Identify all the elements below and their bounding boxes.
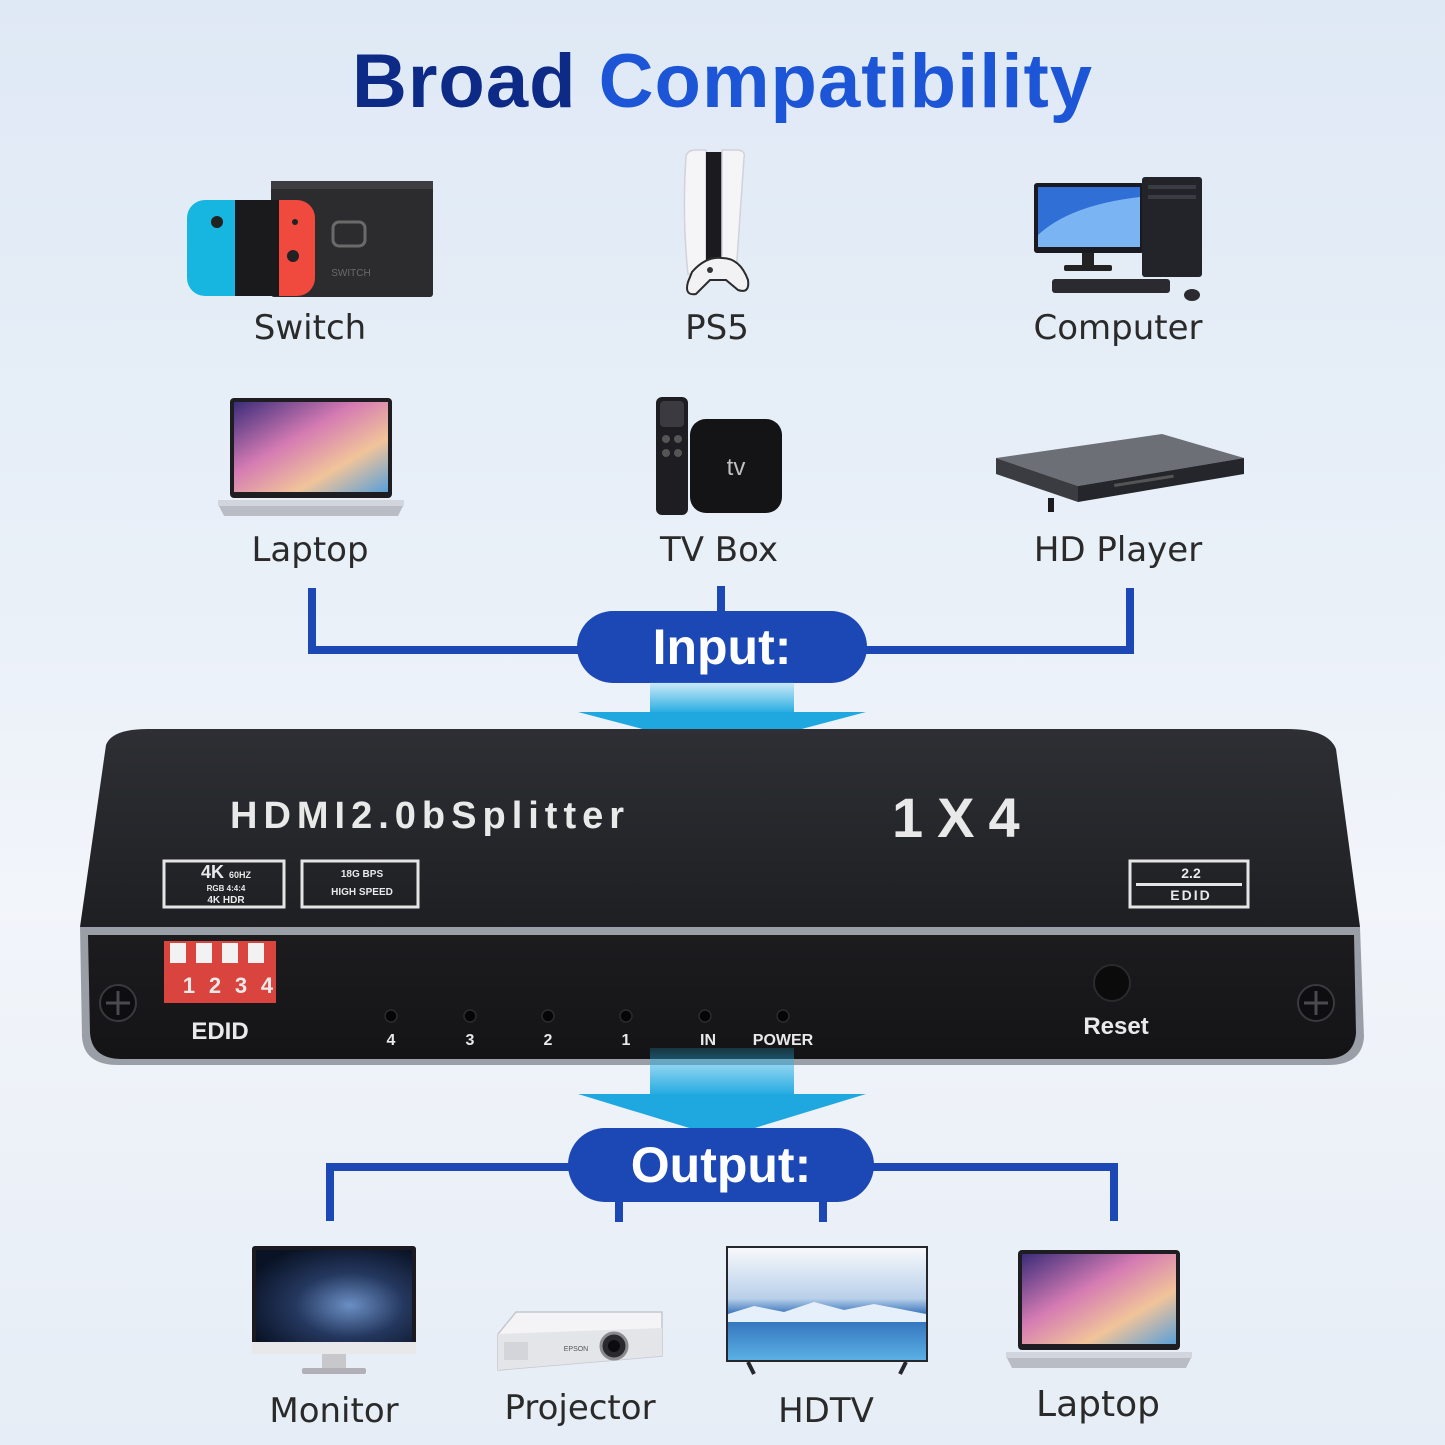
led-label-in: IN bbox=[700, 1032, 716, 1049]
badge-edid: 2.2 EDID bbox=[1134, 862, 1248, 906]
svg-text:EPSON: EPSON bbox=[564, 1346, 589, 1353]
input-label-ps5: PS5 bbox=[685, 308, 749, 348]
title-word-compatibility: Compatibility bbox=[598, 39, 1094, 124]
output-line-left bbox=[326, 1163, 334, 1221]
hd-player-icon bbox=[994, 432, 1246, 518]
svg-text:SWITCH: SWITCH bbox=[331, 268, 370, 279]
laptop-icon bbox=[1004, 1248, 1194, 1373]
badge-high-speed: 18G BPS HIGH SPEED bbox=[306, 866, 418, 906]
input-pill: Input: bbox=[577, 611, 867, 683]
badge-speed-line2: HIGH SPEED bbox=[331, 887, 393, 898]
dip-number-4: 4 bbox=[260, 973, 274, 998]
game-console-icon: SWITCH bbox=[185, 178, 435, 303]
dip-number-2: 2 bbox=[208, 973, 222, 998]
device-model: 1X4 bbox=[892, 786, 1034, 849]
output-pill: Output: bbox=[568, 1128, 874, 1202]
led-label-3: 3 bbox=[465, 1032, 475, 1049]
input-label-laptop: Laptop bbox=[251, 530, 369, 570]
badge-4k-rate: 60HZ bbox=[229, 870, 252, 880]
device-title: HDMI2.0bSplitter bbox=[230, 795, 631, 837]
input-line-center bbox=[717, 586, 725, 622]
arrow-down-icon bbox=[578, 1048, 866, 1140]
monitor-icon bbox=[250, 1244, 418, 1380]
badge-4k-line3: 4K HDR bbox=[207, 895, 245, 906]
output-label-monitor: Monitor bbox=[269, 1391, 399, 1431]
desktop-computer-icon bbox=[1030, 175, 1208, 305]
hdmi-splitter-device bbox=[78, 727, 1368, 1072]
title-word-broad: Broad bbox=[351, 39, 577, 124]
led-label-4: 4 bbox=[386, 1032, 396, 1049]
input-label-tv-box: TV Box bbox=[659, 530, 779, 570]
hdtv-icon bbox=[724, 1244, 930, 1376]
page-title: Broad Compatibility bbox=[0, 38, 1445, 125]
input-label-hd-player: HD Player bbox=[1033, 530, 1203, 570]
badge-4k-line2: RGB 4:4:4 bbox=[206, 884, 246, 893]
projector-icon: EPSON bbox=[496, 1310, 666, 1376]
output-line-right bbox=[1110, 1163, 1118, 1221]
edid-label: EDID bbox=[191, 1018, 249, 1045]
input-line-right bbox=[1126, 588, 1134, 654]
input-line-left bbox=[308, 588, 316, 654]
dip-number-1: 1 bbox=[182, 973, 196, 998]
badge-4k-hdr: 4K 60HZ RGB 4:4:4 4K HDR bbox=[168, 862, 284, 906]
output-label-projector: Projector bbox=[504, 1388, 656, 1428]
svg-text:tv: tv bbox=[727, 454, 746, 481]
led-label-2: 2 bbox=[543, 1032, 553, 1049]
dip-number-3: 3 bbox=[234, 973, 248, 998]
badge-edid-line2: EDID bbox=[1170, 887, 1212, 903]
ps5-console-icon bbox=[676, 148, 758, 298]
badge-speed-line1: 18G BPS bbox=[340, 869, 384, 880]
laptop-icon bbox=[216, 396, 406, 521]
badge-edid-line1: 2.2 bbox=[1181, 865, 1201, 881]
output-label-hdtv: HDTV bbox=[778, 1391, 874, 1431]
tv-box-icon: tv bbox=[652, 395, 787, 520]
output-line-mid-left bbox=[615, 1190, 623, 1222]
led-label-1: 1 bbox=[621, 1032, 631, 1049]
led-label-power: POWER bbox=[752, 1032, 814, 1049]
output-line-mid-right bbox=[819, 1190, 827, 1222]
input-label-switch: Switch bbox=[253, 308, 367, 348]
reset-label: Reset bbox=[1083, 1013, 1149, 1040]
input-label-computer: Computer bbox=[1033, 308, 1203, 348]
output-label-laptop: Laptop bbox=[1036, 1384, 1160, 1425]
badge-4k-big: 4K bbox=[200, 862, 224, 882]
